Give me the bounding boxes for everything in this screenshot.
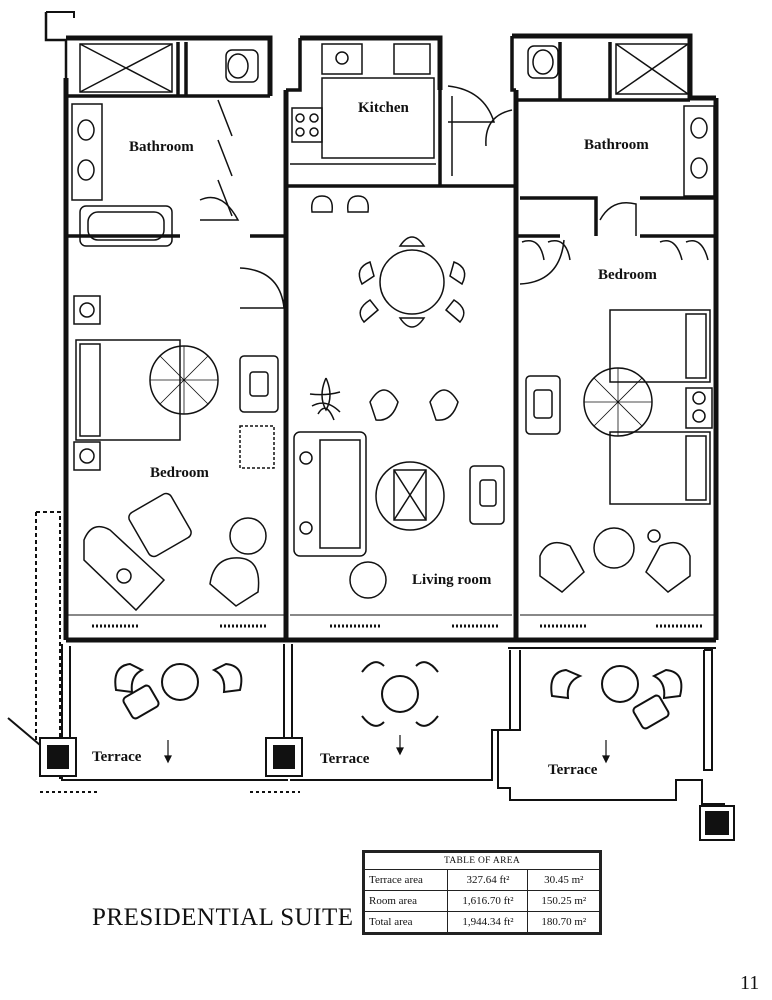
area-row-label: Total area	[363, 911, 449, 933]
room-label-bedroom-right: Bedroom	[598, 267, 657, 283]
area-table: TABLE OF AREA Terrace area 327.64 ft² 30…	[362, 850, 602, 935]
exterior-walls	[63, 33, 719, 643]
area-row-sqm: 150.25 m²	[527, 890, 600, 912]
page-number: 11	[740, 972, 760, 994]
area-row-sqft: 1,944.34 ft²	[447, 911, 529, 933]
room-label-bathroom-left: Bathroom	[129, 139, 194, 155]
room-label-terrace-left: Terrace	[92, 749, 142, 765]
table-row: Terrace area 327.64 ft² 30.45 m²	[363, 869, 600, 891]
area-row-sqm: 180.70 m²	[527, 911, 600, 933]
table-row: Total area 1,944.34 ft² 180.70 m²	[363, 911, 600, 933]
table-row: Room area 1,616.70 ft² 150.25 m²	[363, 890, 600, 912]
area-table-title: TABLE OF AREA	[364, 852, 600, 870]
room-label-bedroom-left: Bedroom	[150, 465, 209, 481]
room-label-kitchen: Kitchen	[358, 100, 409, 116]
room-label-terrace-center: Terrace	[320, 751, 370, 767]
area-row-sqm: 30.45 m²	[527, 869, 600, 891]
area-row-sqft: 1,616.70 ft²	[447, 890, 529, 912]
suite-title: PRESIDENTIAL SUITE	[92, 904, 354, 931]
room-label-living-room: Living room	[412, 572, 492, 588]
area-row-sqft: 327.64 ft²	[447, 869, 529, 891]
terrace-walls	[7, 511, 725, 840]
area-row-label: Terrace area	[363, 869, 449, 891]
area-row-label: Room area	[363, 890, 449, 912]
room-label-terrace-right: Terrace	[548, 762, 598, 778]
room-label-bathroom-right: Bathroom	[584, 137, 649, 153]
